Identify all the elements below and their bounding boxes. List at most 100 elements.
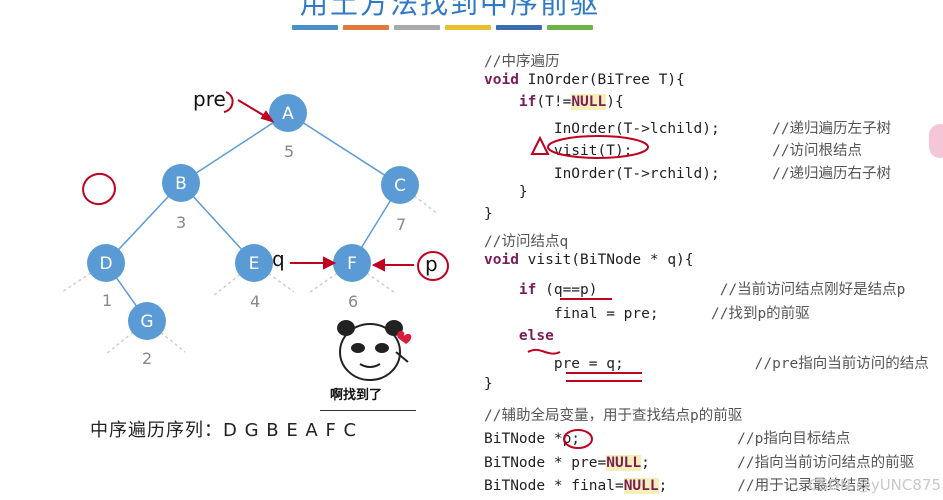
code-comment: //当前访问结点刚好是结点p bbox=[719, 282, 906, 298]
code-line: //中序遍历 bbox=[484, 50, 559, 71]
code-line: //辅助全局变量，用于查找结点p的前驱 bbox=[484, 404, 742, 425]
accent-bar bbox=[547, 25, 593, 30]
accent-bar bbox=[445, 25, 491, 30]
code-text: InOrder(T->rchild); bbox=[484, 166, 773, 182]
tree-node-label: E bbox=[249, 254, 260, 274]
tree-node-e bbox=[235, 244, 273, 282]
sticker-divider bbox=[320, 410, 416, 411]
tree-node-label: G bbox=[140, 312, 153, 332]
code-comment: //访问结点q bbox=[484, 234, 569, 250]
code-text bbox=[484, 282, 519, 298]
p-arrowhead bbox=[371, 258, 385, 272]
code-text: visit(T); bbox=[484, 143, 773, 159]
tree-edges bbox=[105, 112, 401, 322]
code-keyword: NULL bbox=[623, 478, 659, 494]
accent-bar bbox=[394, 25, 440, 30]
tree-node-b bbox=[162, 164, 200, 202]
code-text: BiTNode * pre= bbox=[484, 455, 607, 471]
q-arrowhead bbox=[323, 256, 337, 270]
code-line: if (q==p) //当前访问结点刚好是结点p bbox=[484, 278, 906, 299]
code-line: void InOrder(BiTree T){ bbox=[484, 72, 685, 88]
code-line: } bbox=[484, 376, 493, 392]
code-text: final = pre; bbox=[484, 306, 711, 322]
tree-node-order: 3 bbox=[176, 213, 186, 232]
watermark: CSDN @yUNC875 bbox=[808, 476, 941, 494]
tree-node-f bbox=[333, 244, 371, 282]
code-comment: //访问根结点 bbox=[772, 143, 863, 159]
pre-arrowhead bbox=[260, 110, 275, 123]
code-line: //访问结点q bbox=[484, 230, 568, 251]
code-comment: //pre指向当前访问的结点 bbox=[754, 356, 929, 372]
code-text: ; bbox=[658, 478, 738, 494]
code-line: InOrder(T->lchild); //递归遍历左子树 bbox=[484, 117, 891, 138]
tree-node-order: 5 bbox=[284, 142, 294, 161]
code-line: BiTNode *p; //p指向目标结点 bbox=[484, 427, 850, 448]
code-comment: //中序遍历 bbox=[484, 54, 560, 70]
code-comment: //找到p的前驱 bbox=[710, 306, 810, 322]
empty-circle-mark bbox=[82, 172, 116, 206]
code-comment: //辅助全局变量，用于查找结点p的前驱 bbox=[484, 408, 743, 424]
code-line: else bbox=[484, 328, 554, 344]
tree-node-label: D bbox=[99, 254, 112, 274]
tree-node-order: 6 bbox=[348, 292, 358, 311]
code-text: } bbox=[484, 206, 493, 222]
code-comment: //指向当前访问结点的前驱 bbox=[737, 455, 915, 471]
code-text: InOrder(T->lchild); bbox=[484, 121, 773, 137]
accent-bar bbox=[343, 25, 389, 30]
code-keyword: NULL bbox=[606, 455, 642, 471]
code-text bbox=[484, 328, 519, 344]
code-line: BiTNode * pre=NULL; //指向当前访问结点的前驱 bbox=[484, 451, 914, 472]
code-line: } bbox=[484, 206, 493, 222]
tree-node-g bbox=[128, 302, 166, 340]
code-keyword: void bbox=[484, 252, 519, 268]
tree-node-label: A bbox=[282, 104, 294, 124]
code-keyword: void bbox=[484, 72, 519, 88]
code-line: final = pre; //找到p的前驱 bbox=[484, 302, 810, 323]
accent-bars bbox=[292, 25, 593, 30]
code-keyword: else bbox=[518, 328, 554, 344]
code-comment: //用于记录最终结果 bbox=[737, 478, 871, 494]
pre-label: pre bbox=[193, 87, 226, 111]
p-label: p bbox=[425, 252, 438, 276]
accent-bar bbox=[496, 25, 542, 30]
code-text: pre = q; bbox=[484, 356, 755, 372]
tree-node-order: 4 bbox=[250, 292, 260, 311]
code-text: InOrder(BiTree T){ bbox=[518, 72, 685, 88]
red-annotations bbox=[82, 91, 449, 281]
panda-meme-sticker bbox=[337, 320, 412, 381]
tree-node-c bbox=[381, 166, 419, 204]
code-comment: //p指向目标结点 bbox=[737, 431, 851, 447]
code-line: } bbox=[484, 184, 528, 200]
tree-node-label: C bbox=[394, 176, 406, 196]
inorder-sequence-caption: 中序遍历序列：D G B E A F C bbox=[90, 420, 358, 441]
tree-node-label: F bbox=[347, 254, 357, 274]
code-text: ){ bbox=[606, 94, 624, 110]
pre-hook-mark bbox=[223, 91, 234, 113]
code-line: visit(T); //访问根结点 bbox=[484, 139, 862, 160]
code-comment: //递归遍历右子树 bbox=[772, 166, 892, 182]
code-keyword: NULL bbox=[571, 94, 607, 110]
tree-node-order: 1 bbox=[102, 291, 112, 310]
tree-node-order: 7 bbox=[396, 215, 406, 234]
tree-node-label: B bbox=[175, 174, 187, 194]
side-tab[interactable] bbox=[929, 124, 943, 158]
code-line: pre = q; //pre指向当前访问的结点 bbox=[484, 352, 929, 373]
page-title: 用土方法找到中序前驱 bbox=[300, 0, 601, 20]
code-text: } bbox=[484, 184, 528, 200]
code-text: } bbox=[484, 376, 493, 392]
code-keyword: if bbox=[518, 282, 537, 298]
code-text: BiTNode *p; bbox=[484, 431, 738, 447]
code-text: visit(BiTNode * q){ bbox=[518, 252, 694, 268]
sticker-caption: 啊找到了 bbox=[330, 388, 383, 403]
tree-node-d bbox=[87, 244, 125, 282]
code-text bbox=[484, 94, 519, 110]
p-circle-mark bbox=[417, 251, 449, 281]
code-line: if(T!=NULL){ bbox=[484, 94, 624, 110]
code-text: (q==p) bbox=[536, 282, 720, 298]
code-text: ; bbox=[641, 455, 738, 471]
code-line: void visit(BiTNode * q){ bbox=[484, 252, 694, 268]
accent-bar bbox=[292, 25, 338, 30]
tree-node-a bbox=[269, 94, 307, 132]
q-label: q bbox=[272, 247, 285, 271]
